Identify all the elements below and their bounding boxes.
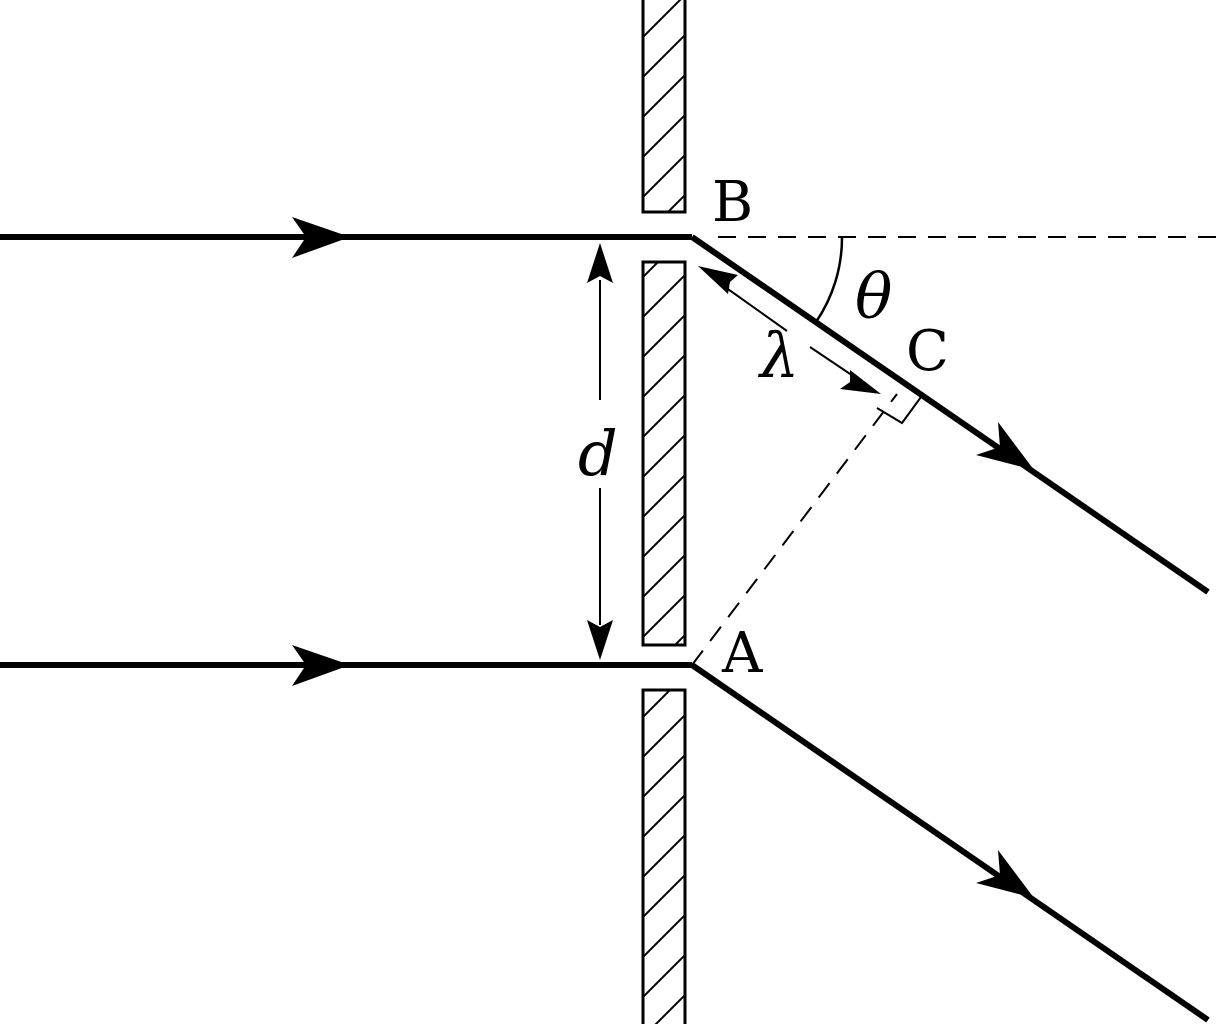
- diffracted-arrowhead-top: [976, 422, 1034, 470]
- barrier-middle: [641, 260, 687, 647]
- barrier-bottom: [641, 688, 687, 1024]
- right-angle-marker: [876, 396, 922, 425]
- label-point-a: A: [721, 621, 763, 686]
- label-point-b: B: [712, 170, 753, 235]
- barrier-top: [641, 0, 687, 214]
- incident-arrowhead-bottom: [292, 645, 350, 686]
- diffracted-ray-top: [690, 234, 1210, 595]
- wavelength-arrowhead-upper: [698, 266, 738, 294]
- separation-arrowhead-upper: [587, 243, 613, 283]
- label-point-c: C: [906, 319, 949, 384]
- incident-arrowhead-top: [292, 217, 350, 258]
- label-angle-theta: θ: [855, 260, 892, 333]
- label-wavelength: λ: [757, 319, 799, 392]
- label-separation: d: [578, 417, 618, 490]
- diffracted-arrowhead-bottom: [976, 850, 1034, 898]
- wavelength-line-upper: [717, 281, 788, 332]
- wavelength-arrowhead-lower: [840, 370, 881, 394]
- angle-arc: [814, 236, 844, 323]
- separation-arrowhead-lower: [587, 620, 613, 660]
- perpendicular-dashed: [691, 393, 898, 666]
- diffracted-ray-bottom: [690, 662, 1210, 1023]
